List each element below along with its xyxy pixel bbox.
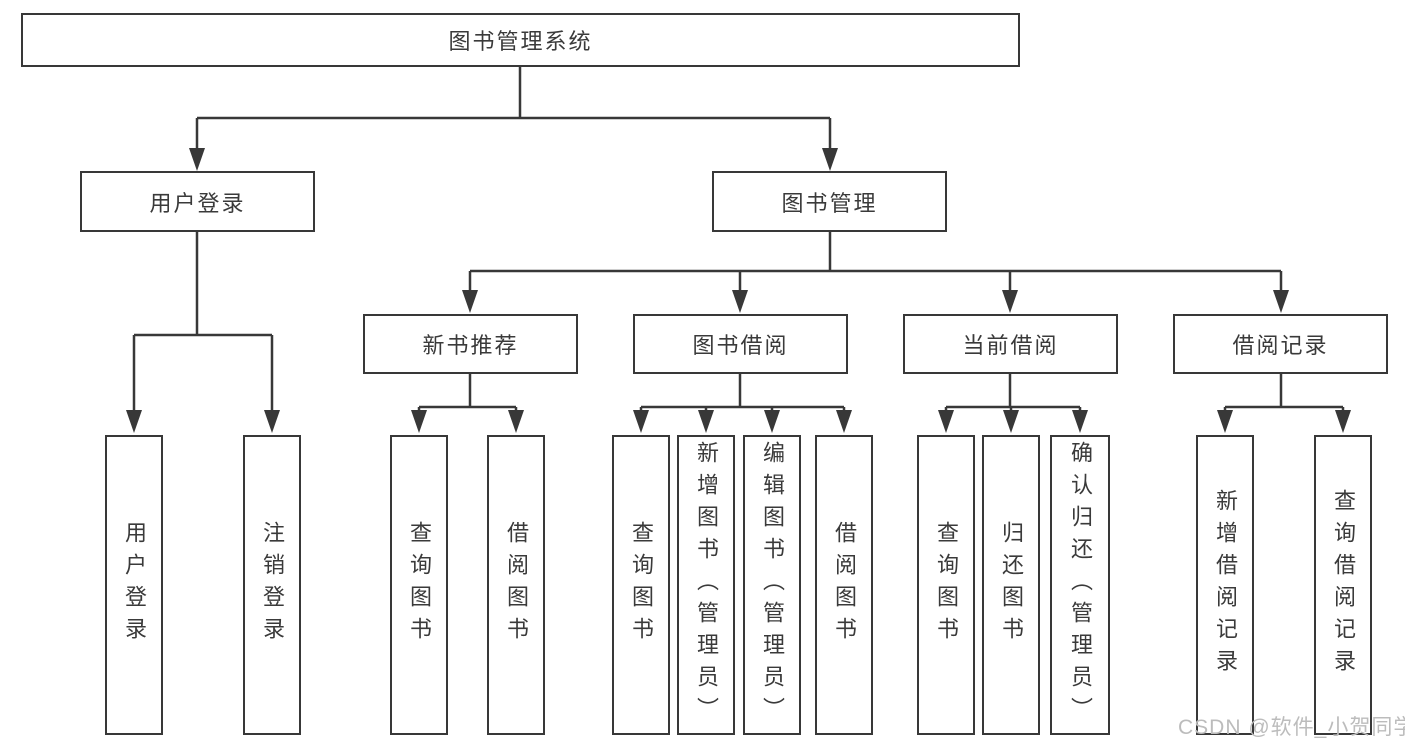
node-book-borrow: 图书借阅 [633,314,848,374]
leaf-query-books-current: 查询图书 [917,435,975,735]
leaf-return-books-label: 归还图书 [999,521,1024,649]
leaf-add-books-admin: 新增图书（管理员） [677,435,735,735]
leaf-edit-books-admin: 编辑图书（管理员） [743,435,801,735]
node-new-book-recommend-label: 新书推荐 [422,333,519,358]
leaf-borrow-books-recommend-label: 借阅图书 [504,521,529,649]
leaf-confirm-return-admin-label: 确认归还（管理员） [1068,441,1093,729]
node-borrow-records: 借阅记录 [1173,314,1388,374]
leaf-add-books-admin-label: 新增图书（管理员） [694,441,719,729]
node-user-login: 用户登录 [80,171,315,232]
leaf-add-borrow-record: 新增借阅记录 [1196,435,1254,735]
leaf-query-borrow-record-label: 查询借阅记录 [1331,489,1356,681]
node-root-label: 图书管理系统 [448,29,593,54]
leaf-add-borrow-record-label: 新增借阅记录 [1213,489,1238,681]
leaf-borrow-books: 借阅图书 [815,435,873,735]
node-book-borrow-label: 图书借阅 [692,333,789,358]
leaf-query-books-recommend: 查询图书 [390,435,448,735]
leaf-logout-label: 注销登录 [260,521,285,649]
leaf-user-login-label: 用户登录 [122,521,147,649]
csdn-watermark: CSDN @软件_小贺同学 [1178,716,1405,739]
node-root: 图书管理系统 [21,13,1020,67]
node-current-borrow: 当前借阅 [903,314,1118,374]
node-new-book-recommend: 新书推荐 [363,314,578,374]
leaf-confirm-return-admin: 确认归还（管理员） [1050,435,1110,735]
leaf-query-books-recommend-label: 查询图书 [407,521,432,649]
leaf-user-login: 用户登录 [105,435,163,735]
leaf-borrow-books-label: 借阅图书 [832,521,857,649]
node-user-login-label: 用户登录 [149,190,246,216]
leaf-return-books: 归还图书 [982,435,1040,735]
leaf-borrow-books-recommend: 借阅图书 [487,435,545,735]
leaf-edit-books-admin-label: 编辑图书（管理员） [760,441,785,729]
leaf-logout: 注销登录 [243,435,301,735]
node-borrow-records-label: 借阅记录 [1232,333,1329,358]
leaf-query-books-borrow: 查询图书 [612,435,670,735]
leaf-query-books-borrow-label: 查询图书 [629,521,654,649]
node-current-borrow-label: 当前借阅 [962,333,1059,358]
node-book-management: 图书管理 [712,171,947,232]
node-book-management-label: 图书管理 [781,190,878,216]
leaf-query-borrow-record: 查询借阅记录 [1314,435,1372,735]
leaf-query-books-current-label: 查询图书 [934,521,959,649]
